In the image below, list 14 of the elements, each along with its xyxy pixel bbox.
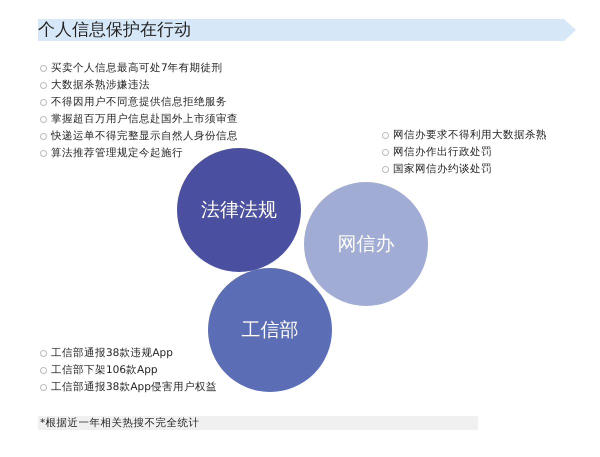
title: 个人信息保护在行动 <box>38 19 191 41</box>
bullet-item: 买卖个人信息最高可处7年有期徒刑 <box>40 60 238 77</box>
bullet-item: 快递运单不得完整显示自然人身份信息 <box>40 128 238 145</box>
bullet-item: 网信办要求不得利用大数据杀熟 <box>382 127 547 144</box>
bullet-item: 不得因用户不同意提供信息拒绝服务 <box>40 94 238 111</box>
circle-label: 工信部 <box>242 318 298 343</box>
bullet-item: 国家网信办约谈处罚 <box>382 161 547 178</box>
footnote: *根据近一年相关热搜不完全统计 <box>40 416 200 431</box>
circle-label: 网信办 <box>338 232 394 257</box>
bullet-item: 大数据杀熟涉嫌违法 <box>40 77 238 94</box>
bullet-item: 网信办作出行政处罚 <box>382 144 547 161</box>
bullet-item: 工信部通报38款App侵害用户权益 <box>40 379 217 396</box>
circle-label: 法律法规 <box>201 198 277 223</box>
bullet-item: 掌握超百万用户信息赴国外上市须审查 <box>40 111 238 128</box>
